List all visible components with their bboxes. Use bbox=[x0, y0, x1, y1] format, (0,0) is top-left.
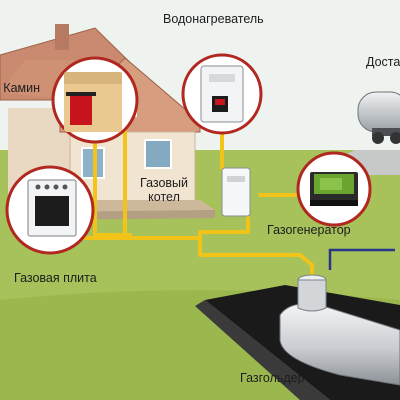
gas-pipes bbox=[80, 118, 314, 280]
gas-generator-callout bbox=[296, 151, 372, 227]
water-heater-label: Водонагреватель bbox=[163, 12, 264, 26]
water-heater-callout bbox=[181, 53, 263, 135]
fireplace-callout bbox=[51, 56, 139, 144]
gas-boiler-unit bbox=[221, 167, 251, 217]
gas-stove-label: Газовая плита bbox=[14, 271, 97, 285]
pipe-to-truck bbox=[328, 248, 395, 270]
gas-holder-label: Газгольдер bbox=[240, 371, 305, 385]
fireplace-label: Камин bbox=[3, 81, 40, 95]
delivery-truck bbox=[357, 91, 400, 144]
delivery-label: Доставка bbox=[366, 55, 400, 69]
gas-holder-tank bbox=[279, 274, 400, 386]
gas-generator-label: Газогенератор bbox=[267, 223, 351, 237]
gas-stove-callout bbox=[5, 165, 95, 255]
